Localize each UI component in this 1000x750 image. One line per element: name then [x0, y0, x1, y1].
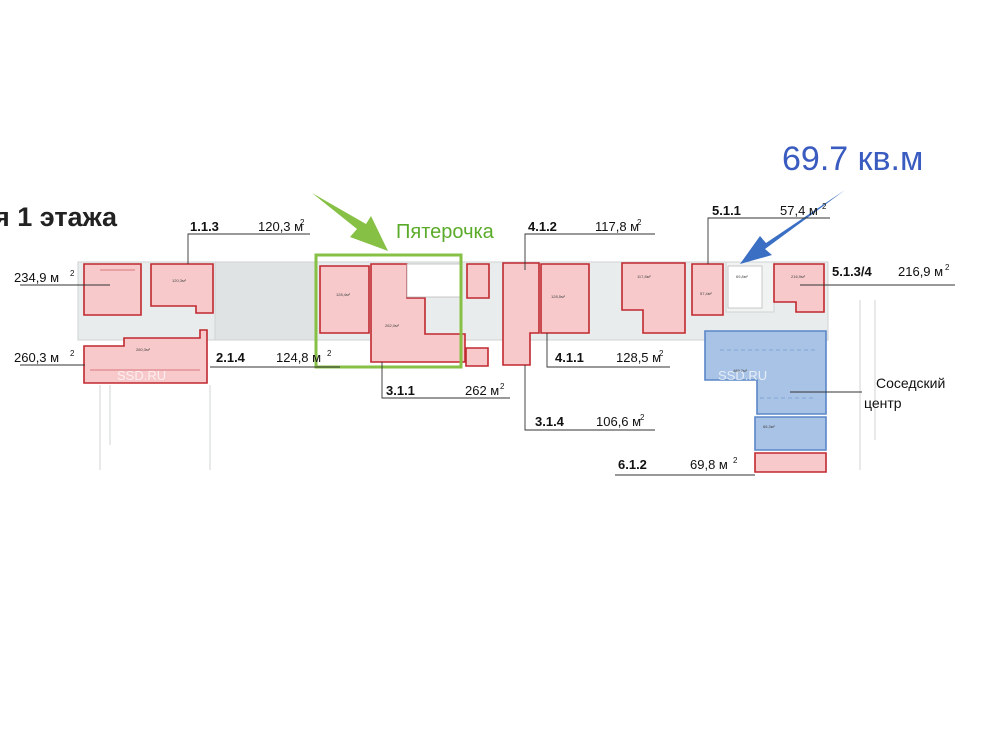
svg-text:69,8 м: 69,8 м	[690, 457, 728, 472]
unit-2-1-4-label: 2.1.4 124,8 м 2	[216, 349, 332, 365]
svg-text:2: 2	[659, 349, 664, 358]
unit-4-1-2	[621, 262, 686, 334]
blue-arrow	[740, 190, 845, 264]
unit-3-1-1-label: 3.1.1 262 м 2	[386, 382, 505, 398]
svg-text:117,8 м: 117,8 м	[595, 219, 639, 234]
svg-text:2.1.4: 2.1.4	[216, 350, 246, 365]
unit-left-lower-label: 260,3 м 2	[14, 349, 75, 365]
plan-heading: я 1 этажа	[0, 202, 118, 232]
unit-5-1-1-label: 5.1.1 57,4 м 2	[712, 202, 827, 218]
svg-text:3.1.1: 3.1.1	[386, 383, 415, 398]
svg-text:2: 2	[70, 349, 75, 358]
svg-text:262,0м²: 262,0м²	[385, 323, 400, 328]
svg-text:66,3м²: 66,3м²	[763, 424, 776, 429]
svg-text:1.1.3: 1.1.3	[190, 219, 219, 234]
svg-text:57,4 м: 57,4 м	[780, 203, 818, 218]
unit-3-1-1-left	[319, 265, 370, 334]
unit-left-upper-label: 234,9 м 2	[14, 269, 75, 285]
svg-text:260,3м²: 260,3м²	[136, 347, 151, 352]
svg-text:2: 2	[822, 202, 827, 211]
area-callout: 69.7 кв.м	[782, 140, 923, 178]
svg-text:2: 2	[500, 382, 505, 391]
unit-4-1-1	[502, 262, 540, 366]
svg-text:2: 2	[327, 349, 332, 358]
svg-text:5.1.3/4: 5.1.3/4	[832, 264, 873, 279]
tiny-room-labels: 120,3м² 260,3м² 128,4м² 262,0м² 128,5м² …	[136, 274, 806, 429]
svg-text:3.1.4: 3.1.4	[535, 414, 565, 429]
unit-5-1-3-4	[773, 263, 825, 313]
anchor-tenant-label: Пятерочка	[396, 221, 495, 243]
svg-text:128,5м²: 128,5м²	[551, 294, 566, 299]
svg-text:2: 2	[637, 218, 642, 227]
svg-text:124,8 м: 124,8 м	[276, 350, 321, 365]
leader-lines	[20, 217, 955, 476]
unit-left-upper	[83, 263, 142, 316]
unit-5-1-1	[691, 263, 724, 316]
svg-text:216,9 м: 216,9 м	[898, 264, 943, 279]
unit-6-1-2	[754, 452, 827, 473]
unit-1-1-3	[150, 263, 214, 314]
green-arrow	[312, 193, 388, 251]
svg-text:2: 2	[733, 456, 738, 465]
svg-text:262 м: 262 м	[465, 383, 499, 398]
svg-text:2: 2	[300, 218, 305, 227]
svg-text:128,4м²: 128,4м²	[336, 292, 351, 297]
retail-units	[83, 262, 827, 473]
svg-text:106,6 м: 106,6 м	[596, 414, 641, 429]
svg-text:234,9 м: 234,9 м	[14, 270, 59, 285]
svg-text:2: 2	[945, 263, 950, 272]
svg-text:5.1.1: 5.1.1	[712, 203, 741, 218]
unit-3-1-small	[466, 263, 490, 299]
neighbor-center-label-2: центр	[864, 395, 902, 411]
neighbor-center-label-1: Соседский	[876, 375, 945, 391]
unit-3-1-4-label: 3.1.4 106,6 м 2	[535, 413, 645, 429]
svg-text:6.1.2: 6.1.2	[618, 457, 647, 472]
svg-text:117,8м²: 117,8м²	[637, 274, 651, 279]
unit-1-1-3-label: 1.1.3 120,3 м 2	[190, 218, 305, 234]
svg-text:120,3м²: 120,3м²	[172, 278, 187, 283]
background-grid	[99, 300, 876, 470]
neighbor-center-area	[704, 330, 827, 451]
watermark-right: SSD.RU	[718, 368, 767, 383]
svg-text:260,3 м: 260,3 м	[14, 350, 59, 365]
svg-text:69,8м²: 69,8м²	[736, 274, 749, 279]
svg-text:120,3 м: 120,3 м	[258, 219, 303, 234]
svg-text:57,4м²: 57,4м²	[700, 291, 713, 296]
unit-3-1-4	[465, 347, 489, 367]
unit-5-1-3-4-label: 5.1.3/4 216,9 м 2	[832, 263, 950, 279]
watermark-left: SSD.RU	[117, 368, 166, 383]
svg-text:4.1.2: 4.1.2	[528, 219, 557, 234]
svg-text:128,5 м: 128,5 м	[616, 350, 661, 365]
svg-text:216,9м²: 216,9м²	[791, 274, 806, 279]
svg-text:2: 2	[70, 269, 75, 278]
unit-6-1-2-label: 6.1.2 69,8 м 2	[618, 456, 738, 472]
unit-4-1-1-label: 4.1.1 128,5 м 2	[555, 349, 664, 365]
svg-text:489,7м²: 489,7м²	[733, 368, 748, 373]
unit-4-1-1b	[540, 263, 590, 334]
svg-text:2: 2	[640, 413, 645, 422]
anchor-tenant-frame	[314, 253, 463, 369]
unit-4-1-2-label: 4.1.2 117,8 м 2	[528, 218, 642, 234]
svg-text:4.1.1: 4.1.1	[555, 350, 584, 365]
